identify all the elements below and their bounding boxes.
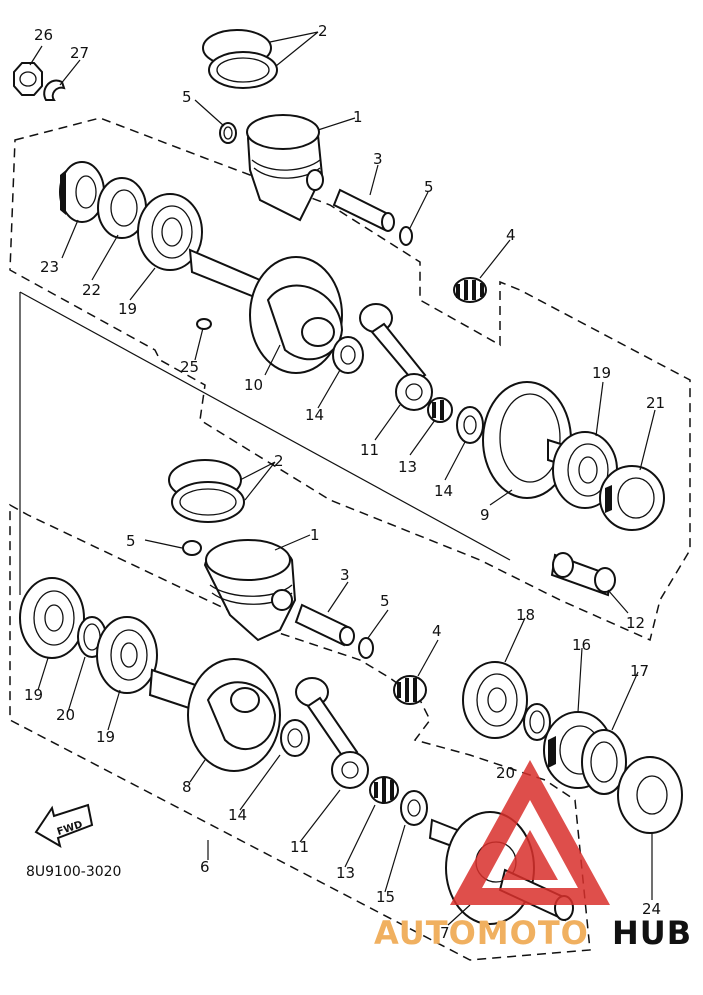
- watermark-text-part2: HUB: [612, 914, 692, 952]
- ring-17: [581, 729, 627, 795]
- leader-lines: [29, 31, 656, 926]
- callout-17: 17: [630, 662, 649, 680]
- piston-pin-clip-5-a: [219, 122, 237, 144]
- callout-15: 15: [376, 888, 395, 906]
- callout-19-c: 19: [24, 686, 43, 704]
- callout-3-upper: 3: [373, 150, 383, 168]
- fwd-arrow: FWD: [34, 803, 94, 849]
- callout-25: 25: [180, 358, 199, 376]
- lock-washer-27: [43, 79, 66, 101]
- piston-1-upper: [246, 114, 324, 222]
- callout-13-upper: 13: [398, 458, 417, 476]
- bearing-19-upper-left: [137, 193, 203, 271]
- crank-half-10: [188, 248, 344, 374]
- callout-6: 6: [200, 858, 210, 876]
- callout-1-lower: 1: [310, 526, 320, 544]
- callout-4-lower: 4: [432, 622, 442, 640]
- crank-half-8: [148, 658, 281, 772]
- bearing-18: [462, 661, 528, 739]
- callout-10: 10: [244, 376, 263, 394]
- callout-21: 21: [646, 394, 665, 412]
- callout-14-c: 14: [228, 806, 247, 824]
- needle-bearing-4-upper: [453, 277, 487, 303]
- spacer-20-lower-right: [523, 703, 551, 741]
- gear-23: [59, 161, 105, 223]
- spline-shaft-12: [550, 552, 616, 597]
- callout-5-c: 5: [126, 532, 136, 550]
- callout-2-lower: 2: [274, 452, 284, 470]
- part-code: 8U9100-3020: [26, 864, 121, 880]
- bearing-19-lower-left: [19, 577, 85, 659]
- thrust-washer-14-upper: [332, 336, 364, 374]
- callout-19-b: 19: [592, 364, 611, 382]
- needle-bearing-13-lower: [369, 776, 399, 804]
- watermark-text: AUTOMOTO HUB: [374, 914, 692, 952]
- callout-26: 26: [34, 26, 53, 44]
- callout-24: 24: [642, 900, 661, 918]
- connecting-rod-11-lower: [295, 677, 369, 789]
- thrust-washer-14-lower: [280, 719, 310, 757]
- woodruff-key-25: [196, 318, 212, 330]
- callout-20-b: 20: [496, 764, 515, 782]
- callout-7: 7: [440, 924, 450, 942]
- callout-1-upper: 1: [353, 108, 363, 126]
- callout-14-b: 14: [434, 482, 453, 500]
- piston-pin-clip-5-b: [399, 226, 413, 246]
- piston-pin-clip-5-d: [358, 637, 374, 659]
- watermark-logo: [450, 760, 610, 905]
- callout-22: 22: [82, 281, 101, 299]
- nut-26: [13, 62, 43, 96]
- watermark-text-part1: AUTOMOTO: [374, 914, 589, 952]
- callout-3-lower: 3: [340, 566, 350, 584]
- piston-pin-clip-5-c: [182, 540, 202, 556]
- callout-4-upper: 4: [506, 226, 516, 244]
- callout-23: 23: [40, 258, 59, 276]
- lower-assembly-outline: [9, 503, 591, 961]
- piston-rings-2-lower: [168, 459, 245, 523]
- callout-2-upper: 2: [318, 22, 328, 40]
- callout-5-a: 5: [182, 88, 192, 106]
- needle-bearing-4-lower: [393, 675, 427, 705]
- oil-seal-24: [617, 756, 683, 834]
- thrust-washer-14-upper-right: [456, 406, 484, 444]
- thrust-washer-15-lower: [400, 790, 428, 826]
- needle-bearing-13-upper: [427, 397, 453, 423]
- callout-19-d: 19: [96, 728, 115, 746]
- callout-numbers: 26 27 2 5 1 3 5 4 23 22 19 25 10 14 11 1…: [24, 22, 665, 942]
- piston-1-lower: [203, 539, 297, 642]
- callout-27: 27: [70, 44, 89, 62]
- callout-12: 12: [626, 614, 645, 632]
- piston-pin-3-lower: [294, 603, 355, 647]
- callout-13-lower: 13: [336, 864, 355, 882]
- connecting-rod-11-upper: [359, 303, 433, 411]
- callout-11-upper: 11: [360, 441, 379, 459]
- callout-20-a: 20: [56, 706, 75, 724]
- callout-11-lower: 11: [290, 838, 309, 856]
- piston-pin-3-upper: [332, 188, 395, 232]
- callout-9: 9: [480, 506, 490, 524]
- callout-8: 8: [182, 778, 192, 796]
- callout-16: 16: [572, 636, 591, 654]
- callout-5-b: 5: [424, 178, 434, 196]
- callout-19-a: 19: [118, 300, 137, 318]
- callout-18: 18: [516, 606, 535, 624]
- crank-group-6-outline: [19, 291, 511, 595]
- callout-5-d: 5: [380, 592, 390, 610]
- callout-14-a: 14: [305, 406, 324, 424]
- collar-21: [599, 465, 665, 531]
- bearing-19-lower-second: [96, 616, 158, 694]
- piston-rings-2-upper: [202, 29, 278, 89]
